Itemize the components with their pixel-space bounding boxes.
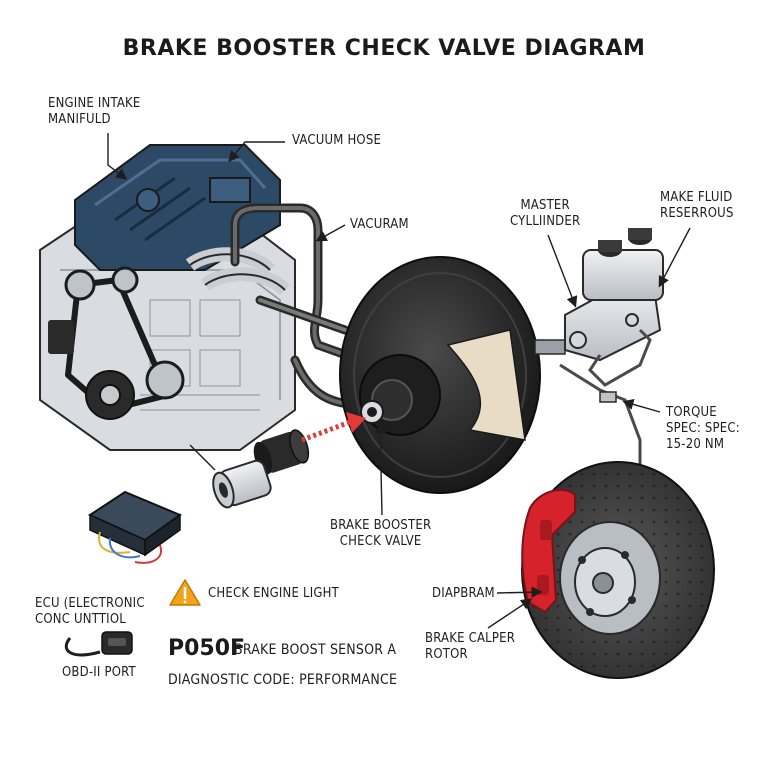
label-brake-caliper-rotor: BRAKE CALPER ROTOR [425, 631, 516, 662]
obd-port [64, 631, 133, 657]
label-master-cylinder: MASTER CYLLIINDER [510, 198, 581, 229]
brake-rotor [521, 461, 715, 679]
diagnostic-code: P050F [168, 636, 246, 661]
label-vacuram: VACURAM [350, 217, 409, 232]
label-brake-booster-check-valve: BRAKE BOOSTER CHECK VALVE [330, 518, 432, 549]
ecu-module [87, 490, 183, 564]
diagnostic-description: BRAKE BOOST SENSOR A [234, 642, 397, 658]
leader-lines [107, 133, 691, 629]
diagnostic-subtitle: DIAGNOSTIC CODE: PERFORMANCE [168, 672, 398, 688]
brake-caliper [521, 488, 576, 614]
brake-booster [339, 256, 566, 494]
label-vacuum-hose: VACUUM HOSE [292, 133, 382, 148]
engine-illustration [39, 144, 296, 451]
label-engine-intake-manifold: ENGINE INTAKE MANIFULD [48, 96, 141, 127]
label-torque-spec: TORQUE SPEC: SPEC: 15-20 Nm [666, 405, 740, 452]
diagram-title: BRAKE BOOSTER CHECK VALVE DIAGRAM [122, 36, 646, 61]
label-check-engine-light: CHECK ENGINE LIGHT [208, 586, 339, 601]
check-valve-parts [212, 400, 384, 509]
label-brake-fluid-reservoir: MAKE FLUID RESERROUS [660, 190, 734, 221]
label-obd-port: OBD-II PORT [62, 665, 136, 680]
label-diaphragm: DIAPBRAM [432, 586, 495, 601]
master-cylinder [564, 228, 664, 362]
warning-triangle-icon [169, 579, 201, 606]
label-ecu: ECU (ELECTRONIC CONC UNTTIOL [35, 596, 145, 627]
